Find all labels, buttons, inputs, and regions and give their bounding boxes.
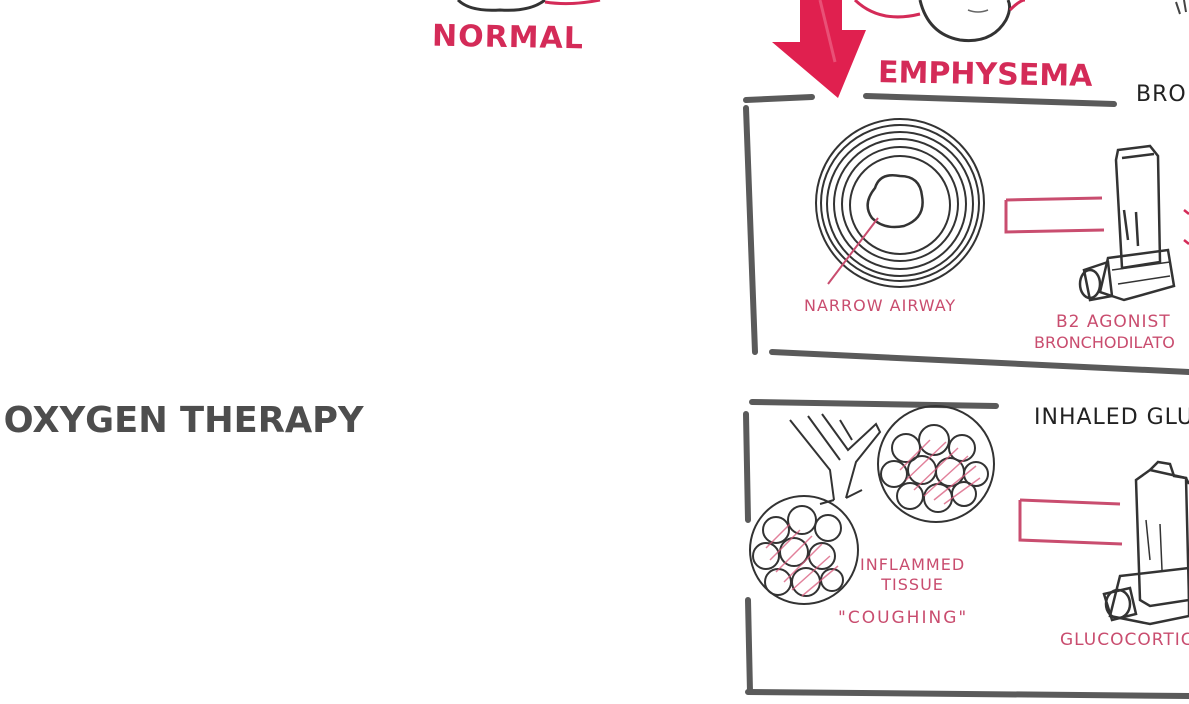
inhaler-icon-tail [1183, 209, 1189, 245]
inflammation-shading [765, 439, 981, 597]
coughing-label: "COUGHING" [838, 608, 969, 628]
red-arrow-icon [772, 0, 866, 98]
normal-alveoli-illustration [456, 0, 601, 12]
bronchodilator-label: BRONCHODILATO [1034, 333, 1175, 352]
oxygen-therapy-heading: OXYGEN THERAPY [3, 400, 364, 441]
normal-label: NORMAL [431, 18, 585, 57]
emphysema-alveoli-illustration [853, 0, 1187, 43]
narrow-airway-label: NARROW AIRWAY [804, 296, 957, 315]
glucocorticoid-box [743, 399, 1189, 699]
narrow-airway-illustration [815, 118, 985, 288]
inhaled-glucocorticoid-header: INHALED GLU [1034, 405, 1189, 430]
inhaler-icon [1078, 144, 1176, 302]
inhaler-icon-2 [1102, 460, 1189, 626]
emphysema-label: EMPHYSEMA [877, 55, 1093, 94]
inflamed-tissue-label: INFLAMMED TISSUE [860, 555, 966, 594]
bronchodilator-header: BRO [1136, 82, 1187, 107]
b2-agonist-label: B2 AGONIST [1056, 312, 1171, 332]
equals-sign-icon [1004, 196, 1105, 234]
equals-sign-icon-2 [1018, 498, 1123, 546]
bronchodilator-box [743, 93, 1189, 375]
glucocorticoid-label: GLUCOCORTIC [1060, 630, 1189, 650]
